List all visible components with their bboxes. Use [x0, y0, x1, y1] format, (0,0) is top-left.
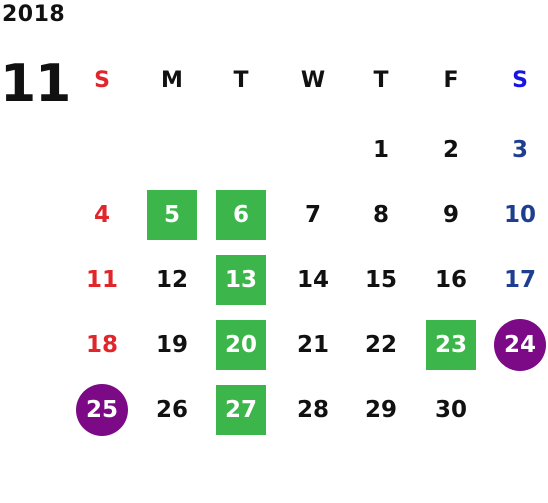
day-cell-29[interactable]: 29	[364, 397, 397, 423]
day-cell-9[interactable]: 9	[442, 202, 459, 228]
weekday-header-saturday: S	[512, 67, 528, 93]
day-cell-21[interactable]: 21	[296, 332, 329, 358]
day-cell-8[interactable]: 8	[372, 202, 389, 228]
day-cell-17[interactable]: 17	[503, 267, 536, 293]
day-cell-22[interactable]: 22	[364, 332, 397, 358]
day-cell-6[interactable]: 6	[216, 190, 266, 240]
day-cell-24[interactable]: 24	[494, 319, 546, 371]
day-cell-18[interactable]: 18	[85, 332, 118, 358]
day-cell-5[interactable]: 5	[147, 190, 197, 240]
day-cell-15[interactable]: 15	[364, 267, 397, 293]
day-cell-14[interactable]: 14	[296, 267, 329, 293]
day-cell-28[interactable]: 28	[296, 397, 329, 423]
day-cell-16[interactable]: 16	[434, 267, 467, 293]
day-cell-20[interactable]: 20	[216, 320, 266, 370]
day-cell-1[interactable]: 1	[372, 137, 389, 163]
day-cell-26[interactable]: 26	[155, 397, 188, 423]
weekday-header-monday: M	[161, 67, 183, 93]
day-cell-2[interactable]: 2	[442, 137, 459, 163]
month-number: 11	[0, 54, 71, 114]
day-cell-11[interactable]: 11	[85, 267, 118, 293]
day-cell-4[interactable]: 4	[93, 202, 110, 228]
weekday-header-sunday: S	[94, 67, 110, 93]
weekday-header-tuesday: T	[233, 67, 249, 93]
day-cell-3[interactable]: 3	[511, 137, 528, 163]
day-cell-19[interactable]: 19	[155, 332, 188, 358]
day-cell-10[interactable]: 10	[503, 202, 536, 228]
weekday-header-friday: F	[443, 67, 459, 93]
day-cell-7[interactable]: 7	[304, 202, 321, 228]
day-cell-25[interactable]: 25	[76, 384, 128, 436]
year-label: 2018	[2, 2, 66, 27]
weekday-header-wednesday: W	[300, 67, 326, 93]
day-cell-12[interactable]: 12	[155, 267, 188, 293]
day-cell-13[interactable]: 13	[216, 255, 266, 305]
day-cell-30[interactable]: 30	[434, 397, 467, 423]
day-cell-23[interactable]: 23	[426, 320, 476, 370]
day-cell-27[interactable]: 27	[216, 385, 266, 435]
weekday-header-thursday: T	[373, 67, 389, 93]
